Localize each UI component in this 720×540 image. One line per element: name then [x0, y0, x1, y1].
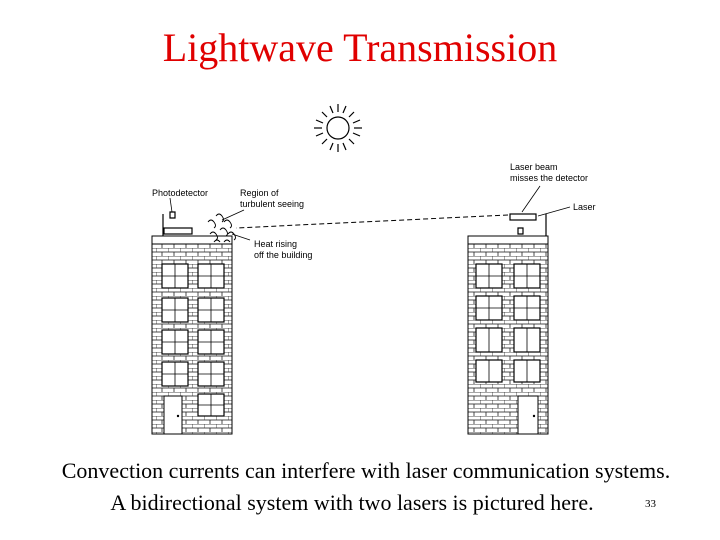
beam-label-line2: misses the detector	[510, 173, 588, 183]
caption-line-1: Convection currents can interfere with l…	[61, 458, 671, 483]
left-building	[151, 235, 233, 435]
caption-line-2: A bidirectional system with two lasers i…	[110, 490, 594, 515]
region-label-line1: Region of	[240, 188, 279, 198]
laser-beam	[235, 214, 509, 229]
page-number: 33	[645, 498, 656, 510]
photodetector-icon	[162, 211, 193, 236]
heat-label-line2: off the building	[254, 250, 312, 260]
photodetector-label: Photodetector	[152, 188, 208, 198]
slide-title: Lightwave Transmission	[162, 25, 558, 70]
laser-icon	[509, 213, 547, 236]
sun-icon	[314, 104, 362, 152]
turbulence-swirls	[207, 213, 236, 243]
right-building	[467, 235, 549, 435]
door-icon	[163, 395, 183, 435]
region-label-line2: turbulent seeing	[240, 199, 304, 209]
beam-label-line1: Laser beam	[510, 162, 558, 172]
heat-label-line1: Heat rising	[254, 239, 297, 249]
laser-label: Laser	[573, 202, 596, 212]
